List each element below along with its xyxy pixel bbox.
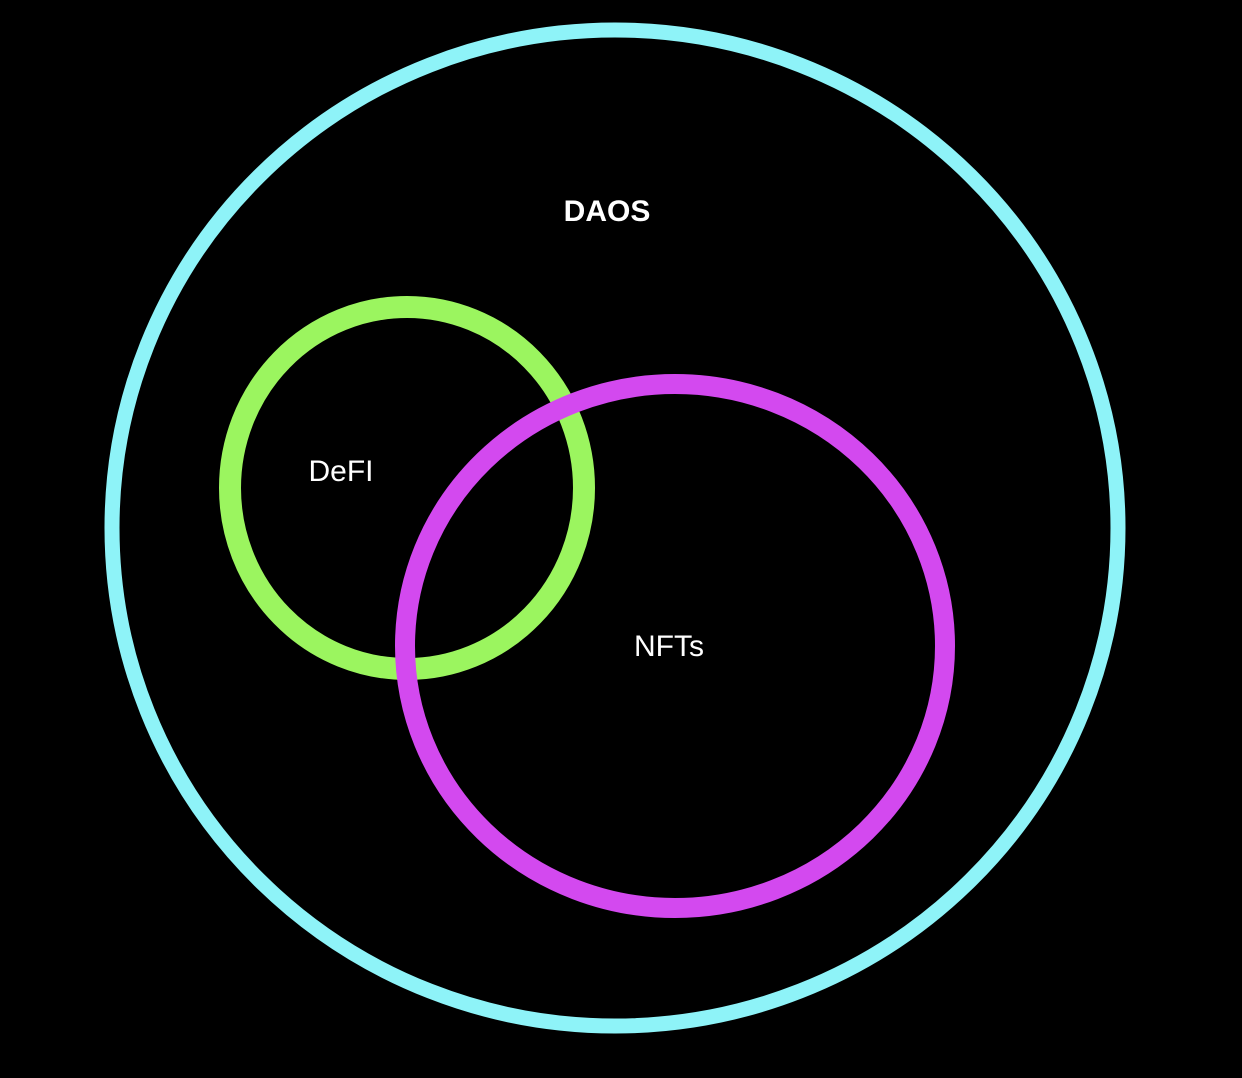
defi-label: DeFI	[308, 455, 373, 488]
daos-label: DAOS	[564, 195, 651, 228]
nfts-circle	[395, 374, 955, 918]
daos-circle	[104, 22, 1126, 1034]
nfts-label: NFTs	[634, 630, 704, 663]
